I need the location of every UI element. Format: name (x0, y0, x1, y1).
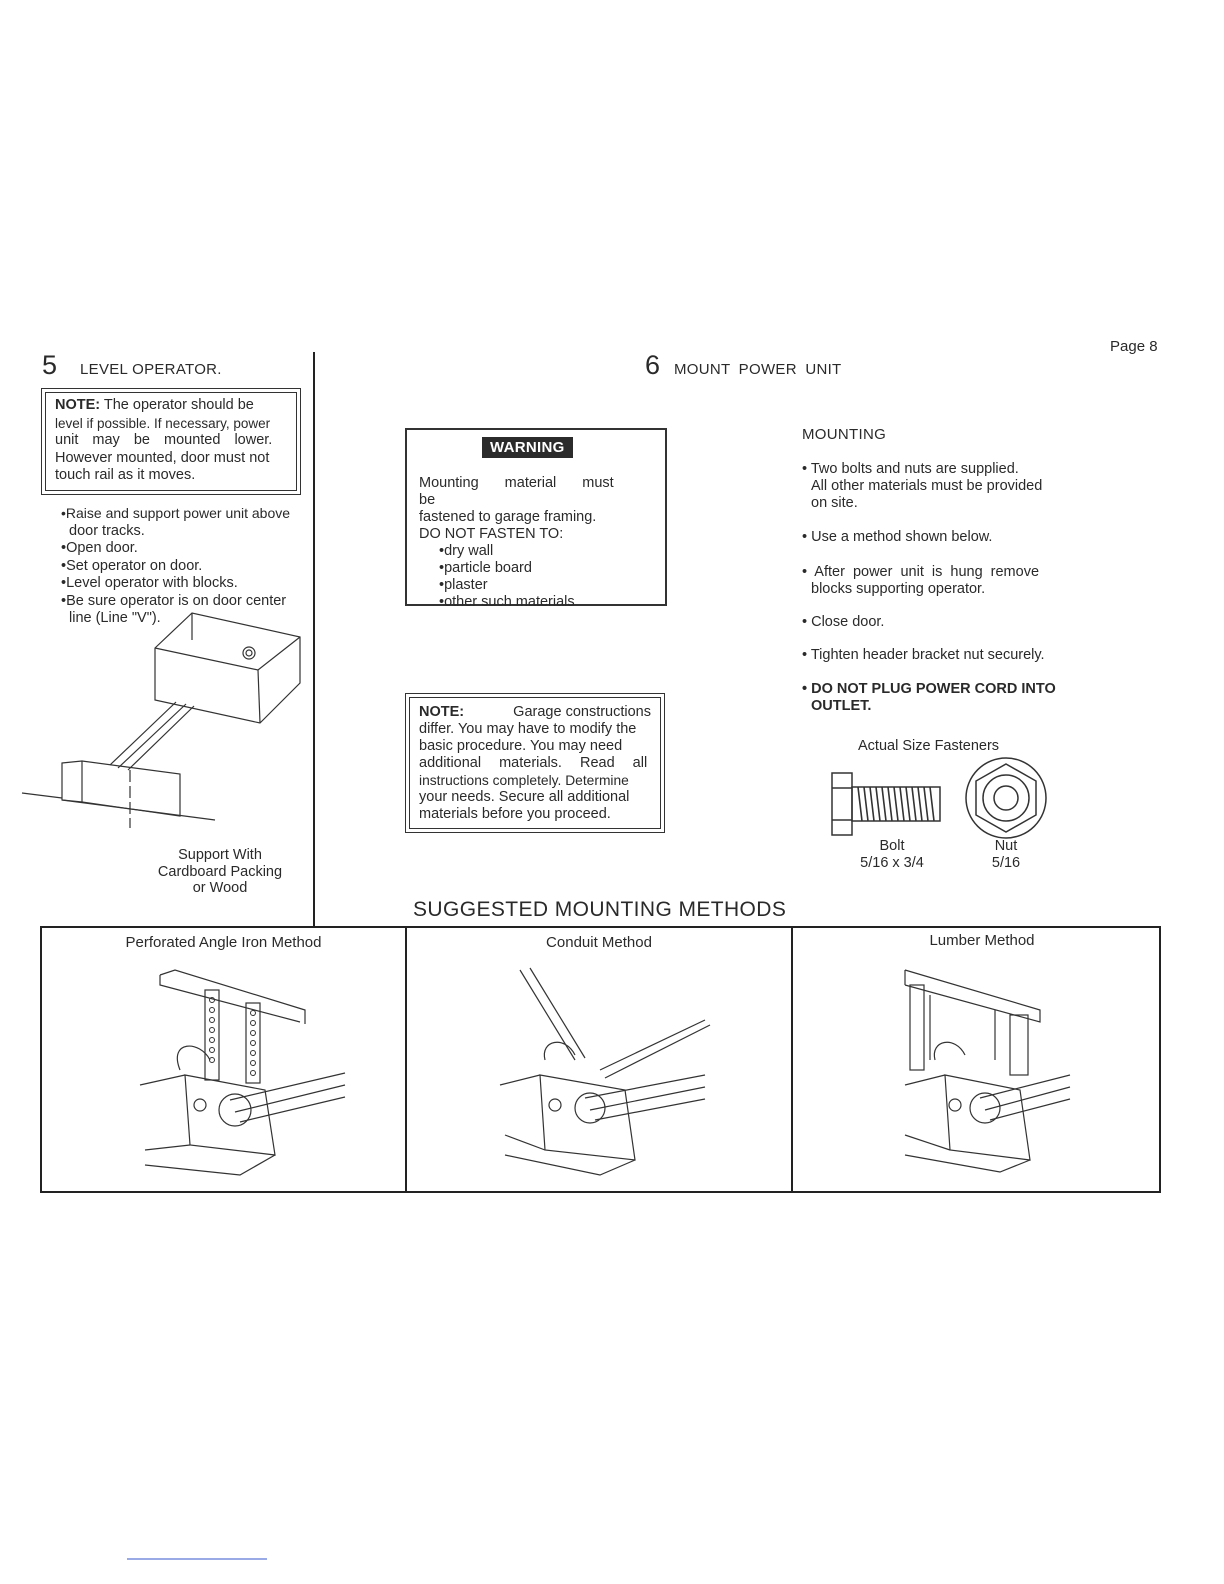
methods-left-border (40, 926, 42, 1192)
methods-divider-2 (791, 926, 793, 1192)
mounting-heading: MOUNTING (802, 426, 887, 443)
bolt-caption: Bolt 5/16 x 3/4 (860, 838, 924, 871)
methods-top-border (40, 926, 1161, 928)
garage-note-box (405, 693, 665, 833)
angle-iron-illustration (139, 969, 346, 1176)
garage-note-text: NOTE:Garage constructions differ. You ma… (419, 704, 651, 822)
nut-icon (965, 757, 1047, 839)
step-6-number: 6 (645, 350, 661, 380)
methods-bottom-border (40, 1191, 1161, 1193)
level-note-text: NOTE: The operator should be level if po… (55, 397, 273, 483)
level-note-box (41, 388, 301, 495)
lumber-illustration (904, 969, 1071, 1173)
light-socket-icon (242, 646, 256, 660)
method-label-lumber: Lumber Method (929, 932, 1035, 949)
level-steps-list: •Raise and support power unit above door… (61, 505, 291, 626)
page-number: Page 8 (1110, 338, 1158, 355)
step-6-title: MOUNT POWER UNIT (674, 361, 842, 378)
step-5-title: LEVEL OPERATOR. (80, 361, 222, 378)
nut-caption: Nut 5/16 (991, 838, 1021, 871)
method-label-conduit: Conduit Method (546, 934, 652, 951)
warning-badge: WARNING (482, 437, 573, 458)
step-5-number: 5 (42, 350, 58, 380)
conduit-illustration (499, 967, 711, 1176)
mounting-bullets: • Two bolts and nuts are supplied. All o… (802, 461, 1056, 714)
bolt-thread-icon (857, 786, 935, 822)
support-caption: Support With Cardboard Packing or Wood (157, 847, 283, 896)
warning-box (405, 428, 667, 606)
methods-divider-1 (405, 926, 407, 1192)
bolt-shaft-icon (851, 786, 941, 822)
warning-text: Mounting material must be fastened to ga… (419, 475, 614, 610)
fasteners-title: Actual Size Fasteners (858, 738, 1000, 754)
methods-heading: SUGGESTED MOUNTING METHODS (413, 898, 787, 921)
method-label-angle-iron: Perforated Angle Iron Method (125, 934, 322, 951)
methods-right-border (1159, 926, 1161, 1192)
column-divider (313, 352, 315, 928)
